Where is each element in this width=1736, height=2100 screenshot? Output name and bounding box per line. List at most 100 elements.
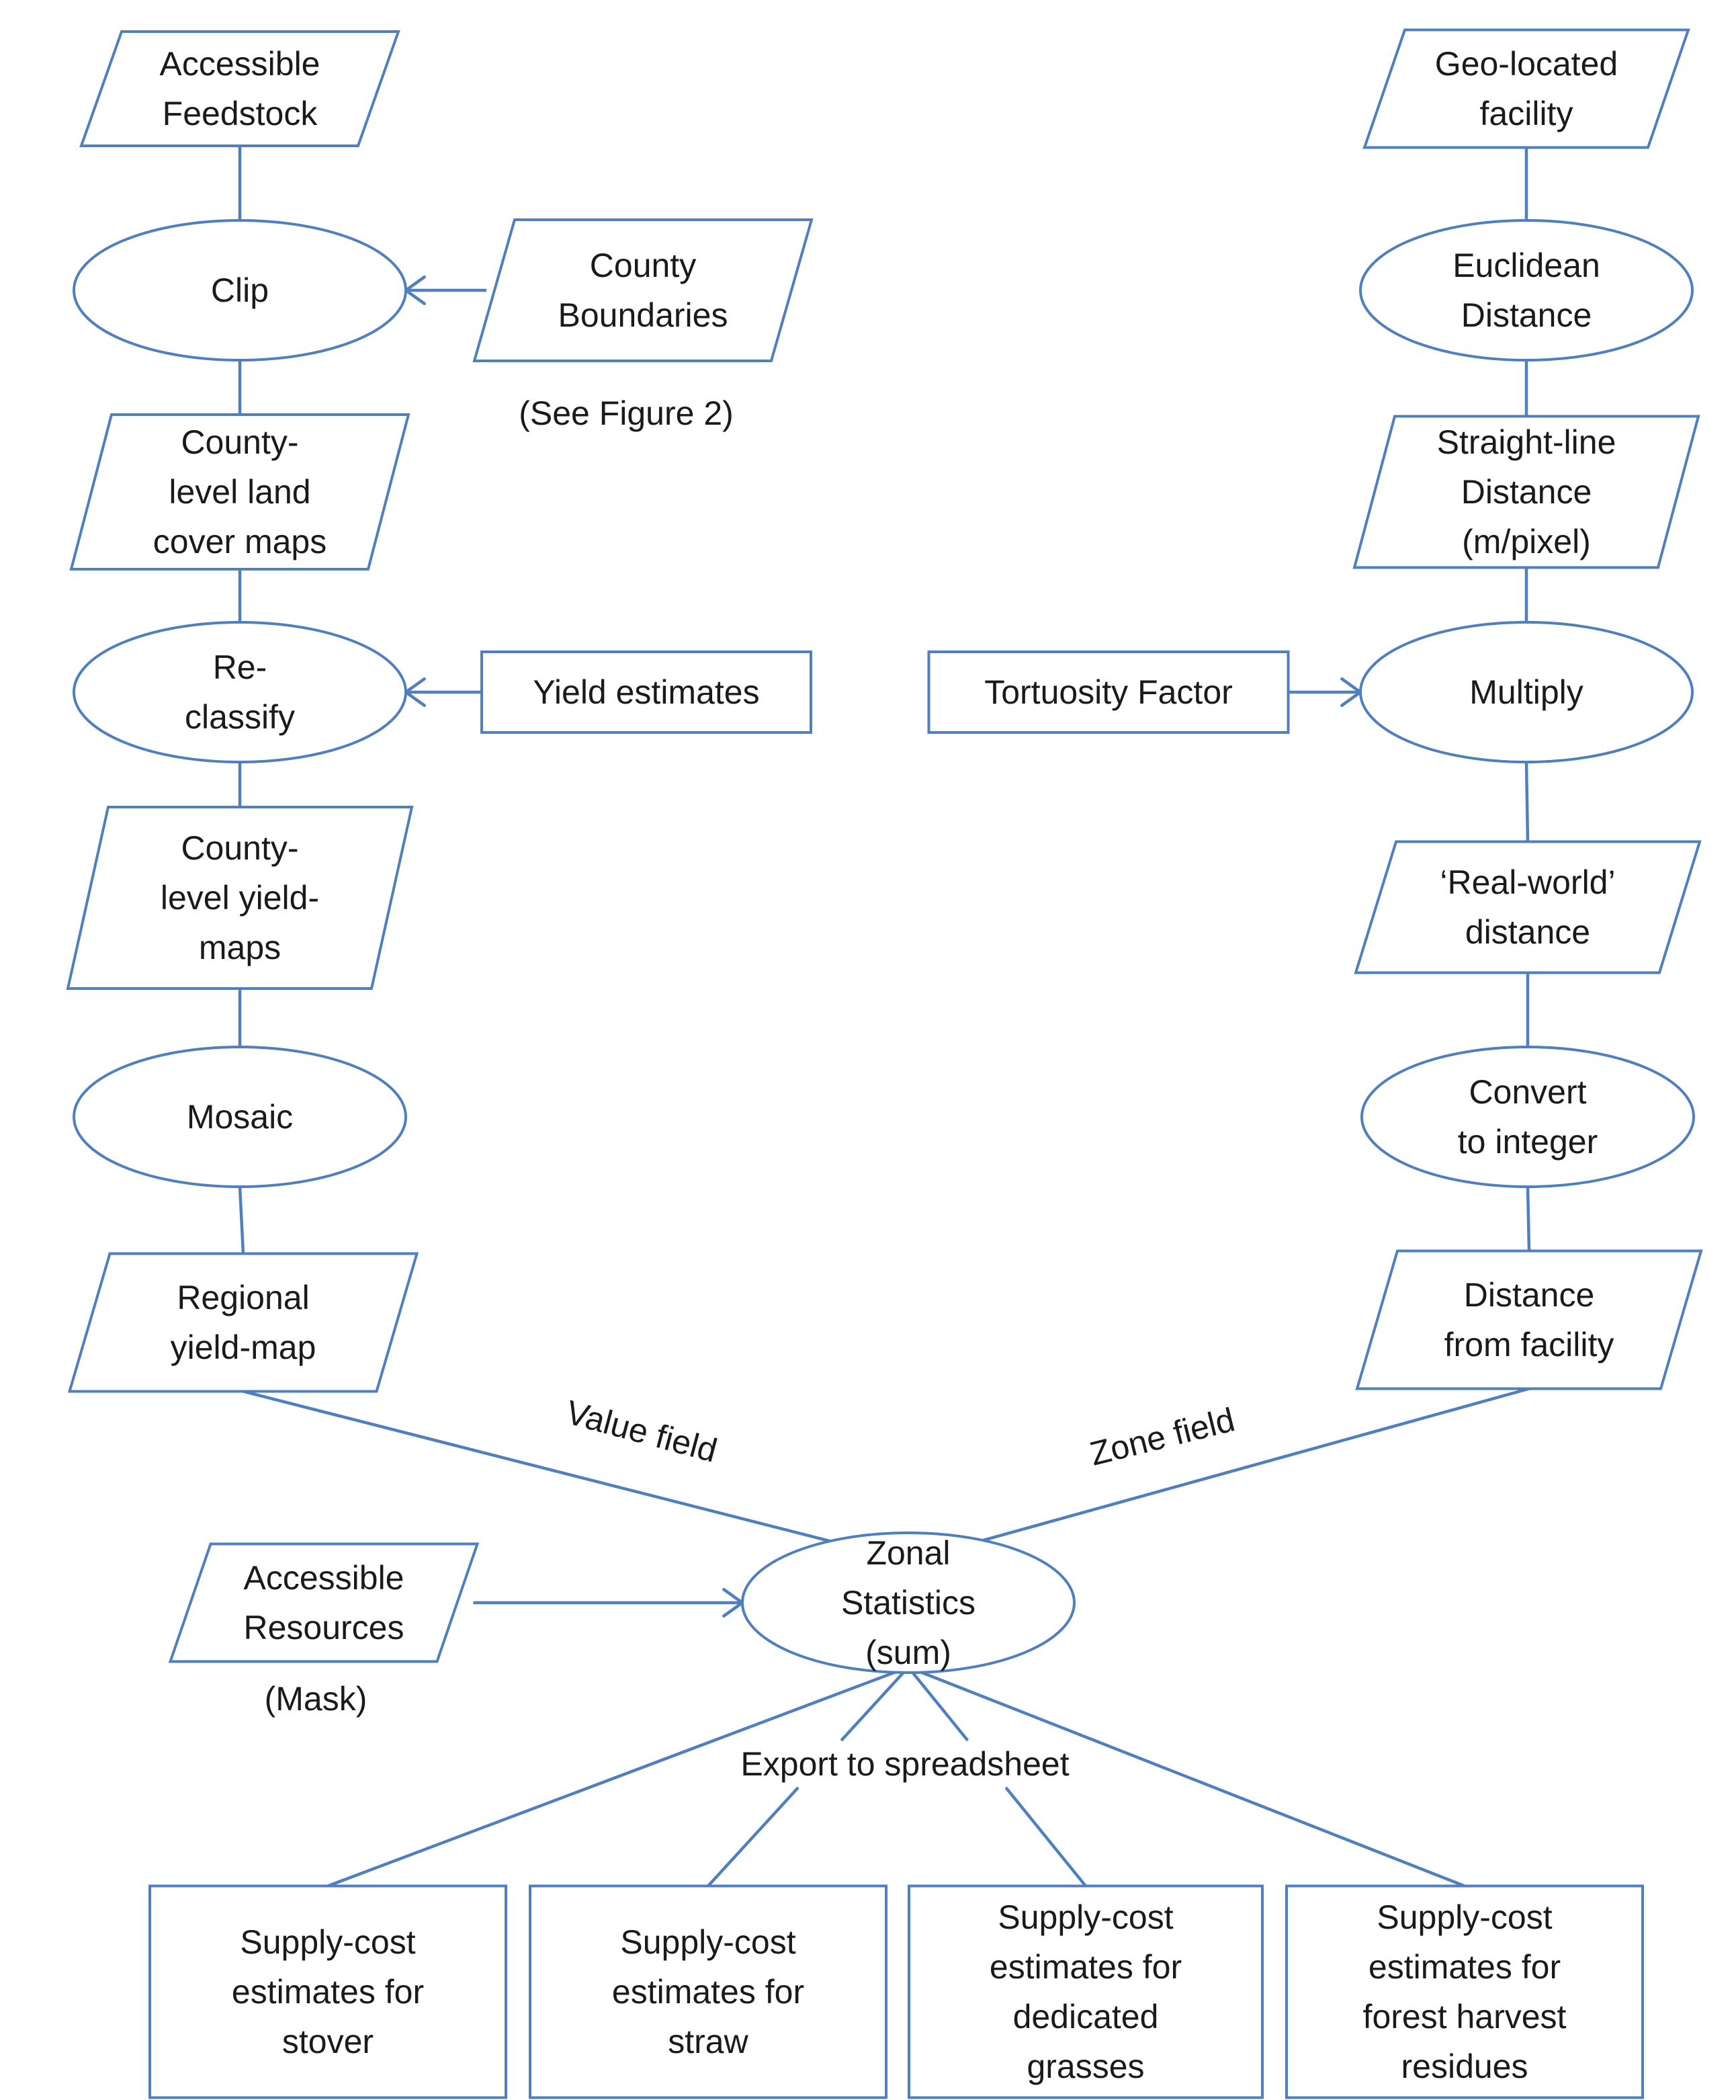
edge-zonal-statistics-to-stover [327, 1665, 909, 1888]
node-label: distance [1465, 913, 1590, 951]
label-mask: (Mask) [265, 1680, 367, 1718]
node-label: Zonal [866, 1534, 950, 1572]
node-label: forest harvest [1363, 1998, 1567, 2035]
node-label: to integer [1458, 1123, 1598, 1161]
node-shape [73, 1046, 407, 1188]
node-label: Tortuosity Factor [984, 673, 1233, 711]
node-shape [480, 650, 812, 734]
node-label: dedicated [1013, 1998, 1159, 2035]
node-label: maps [199, 929, 281, 966]
node-shape [168, 1542, 480, 1663]
node-shape [1354, 840, 1702, 974]
node-label: residues [1401, 2048, 1528, 2085]
node-clip: Clip [73, 219, 407, 362]
node-label: classify [185, 698, 295, 736]
edge-tortuosity-factor-to-multiply [1288, 677, 1362, 708]
node-label: (m/pixel) [1462, 523, 1591, 560]
edge-zonal-statistics-to-straw [707, 1666, 910, 1888]
node-shape [927, 650, 1290, 734]
node-shape [66, 806, 414, 990]
node-shape [73, 219, 407, 362]
node-straw: Supply-cost estimates for straw [529, 1884, 887, 2099]
nodes: AccessibleFeedstockClipCountyBoundariesC… [66, 28, 1703, 2099]
node-shape [1352, 415, 1700, 569]
node-label: Multiply [1469, 673, 1583, 711]
edge-convert-to-integer-to-distance-from-facility [1526, 1186, 1531, 1251]
node-county-yield-maps: County-level yield-maps [66, 806, 414, 990]
node-label: estimates for [612, 1973, 804, 2011]
node-label: County- [181, 829, 298, 867]
node-label: level land [169, 473, 310, 511]
connectors [238, 146, 1531, 1888]
node-label: Boundaries [558, 296, 728, 334]
node-label: County- [181, 423, 298, 461]
node-forest-residues: Supply-cost estimates for forest harvest re… [1285, 1884, 1644, 2099]
node-shape [472, 218, 814, 362]
node-label: County [590, 247, 696, 284]
node-label: straw [668, 2023, 748, 2060]
node-label: Straight-line [1437, 423, 1616, 461]
edge-county-boundaries-to-clip [404, 275, 486, 306]
node-label: Supply-cost [240, 1923, 415, 1961]
node-label: Supply-cost [998, 1898, 1173, 1936]
node-shape [73, 621, 407, 763]
node-shape [1362, 28, 1690, 149]
node-label: Supply-cost [620, 1923, 795, 1961]
node-label: Supply-cost [1377, 1898, 1552, 1936]
node-label: Geo-located [1435, 45, 1618, 83]
edge-regional-yield-map-to-zonal-statistics [243, 1390, 909, 1563]
edge-yield-estimates-to-reclassify [404, 677, 490, 708]
node-shape [67, 1252, 419, 1393]
node-label: Distance [1461, 473, 1592, 511]
node-label: Regional [177, 1279, 309, 1316]
node-shape [1359, 621, 1694, 763]
node-shape [1285, 1884, 1644, 2099]
node-label: level yield- [161, 879, 319, 917]
node-label: Distance [1461, 296, 1592, 334]
node-shape [1360, 1046, 1695, 1188]
node-label: grasses [1027, 2048, 1144, 2085]
node-real-world-distance: ‘Real-world’distance [1354, 840, 1702, 974]
edge-multiply-to-real-world-distance [1524, 761, 1530, 842]
node-label: estimates for [232, 1973, 424, 2011]
node-shape [908, 1884, 1264, 2099]
node-multiply: Multiply [1359, 621, 1694, 763]
node-shape [69, 413, 410, 571]
node-label: Mosaic [187, 1098, 293, 1136]
node-grasses: Supply-cost estimates for dedicated grasses [908, 1884, 1264, 2099]
node-yield-estimates: Yield estimates [480, 650, 812, 734]
node-label: stover [282, 2023, 374, 2060]
label-zone-field: Zone field [1086, 1400, 1239, 1472]
node-label: Accessible [160, 45, 320, 83]
node-mosaic: Mosaic [73, 1046, 407, 1188]
node-label: estimates for [1369, 1948, 1561, 1986]
label-export: Export to spreadsheet [740, 1745, 1069, 1783]
edge-accessible-resources-to-zonal-statistics [473, 1587, 744, 1618]
node-label: Accessible [244, 1559, 404, 1597]
node-label: Distance [1464, 1276, 1595, 1314]
node-shape [148, 1884, 507, 2099]
node-shape [741, 1531, 1076, 1674]
node-label: Statistics [841, 1584, 975, 1622]
node-stover: Supply-cost estimates for stover [148, 1884, 507, 2099]
node-label: estimates for [990, 1948, 1182, 1986]
node-label: Re- [213, 648, 267, 686]
node-label: (sum) [865, 1634, 951, 1671]
node-label: Euclidean [1452, 247, 1600, 284]
node-tortuosity-factor: Tortuosity Factor [927, 650, 1290, 734]
edge-distance-from-facility-to-zonal-statistics [908, 1387, 1530, 1563]
node-label: from facility [1444, 1326, 1614, 1363]
label-see-figure-2: (See Figure 2) [519, 394, 734, 432]
node-shape [79, 30, 400, 147]
